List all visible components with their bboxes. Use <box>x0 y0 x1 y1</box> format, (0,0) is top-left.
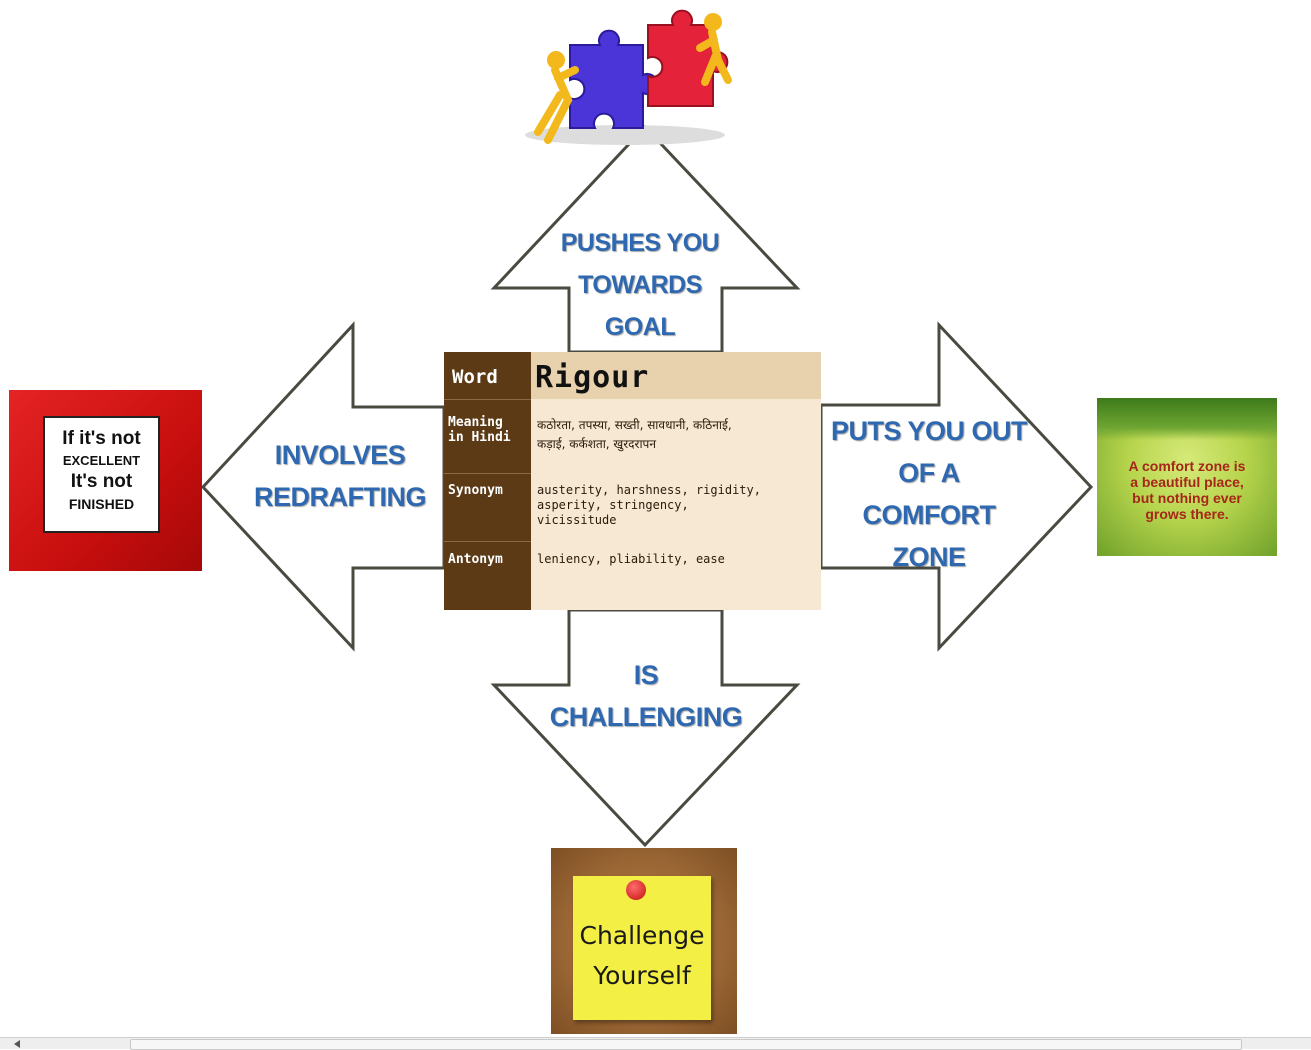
synonym-value-line3: vicissitude <box>537 513 617 527</box>
meaning-value: कठोरता, तपस्या, सख्ती, सावधानी, कठिनाई, … <box>537 416 732 454</box>
antonym-value-line1: leniency, pliability, ease <box>537 552 725 566</box>
left-arrow-text: INVOLVES REDRAFTING <box>250 434 430 518</box>
card-header <box>531 352 821 399</box>
scroll-left-arrow-icon[interactable] <box>14 1040 20 1048</box>
sign-panel: If it's not EXCELLENT It's not FINISHED <box>43 416 160 533</box>
card-label-column <box>444 352 531 610</box>
sign-line2: EXCELLENT <box>62 453 141 468</box>
note-text: Challenge Yourself <box>573 916 711 996</box>
meaning-label-line2: in Hindi <box>448 430 511 445</box>
excellent-sign-image: If it's not EXCELLENT It's not FINISHED <box>9 390 202 571</box>
right-arrow-text: PUTS YOU OUT OF A COMFORT ZONE <box>823 410 1035 578</box>
note-line1: Challenge <box>579 921 705 950</box>
meaning-label-line1: Meaning <box>448 415 503 430</box>
up-arrow-text: PUSHES YOU TOWARDS GOAL <box>560 222 720 348</box>
synonym-label-line1: Synonym <box>448 483 503 498</box>
comfort-zone-image: A comfort zone is a beautiful place, but… <box>1097 398 1277 556</box>
quote-line3: but nothing ever <box>1132 490 1242 506</box>
meaning-value-line2: कड़ाई, कर्कशता, खुरदरापन <box>537 437 657 451</box>
sticky-note: Challenge Yourself <box>573 876 711 1020</box>
sign-line4: FINISHED <box>68 496 135 512</box>
synonym-label: Synonym <box>448 483 503 498</box>
quote-line1: A comfort zone is <box>1128 458 1246 474</box>
quote-line2: a beautiful place, <box>1130 474 1244 490</box>
right-arrow-line3: COMFORT ZONE <box>862 500 996 572</box>
left-arrow-line2: REDRAFTING <box>254 482 427 512</box>
meaning-value-line1: कठोरता, तपस्या, सख्ती, सावधानी, कठिनाई, <box>537 418 732 432</box>
up-arrow-line3: GOAL <box>604 313 676 341</box>
antonym-label: Antonym <box>448 552 503 567</box>
right-arrow <box>819 321 1094 652</box>
up-arrow-line1: PUSHES YOU <box>560 229 720 257</box>
pushpin-icon <box>626 880 646 900</box>
left-arrow-line1: INVOLVES <box>274 440 406 470</box>
down-arrow-line1: IS <box>633 660 659 690</box>
word-card: Word Rigour Meaning in Hindi कठोरता, तपस… <box>444 352 821 610</box>
right-arrow-line2: OF A <box>898 458 960 488</box>
up-arrow-line2: TOWARDS <box>578 271 702 299</box>
card-divider <box>444 473 531 474</box>
comfort-zone-quote: A comfort zone is a beautiful place, but… <box>1107 458 1267 522</box>
challenge-note-image: Challenge Yourself <box>551 848 737 1034</box>
synonym-value-line1: austerity, harshness, rigidity, <box>537 483 761 497</box>
sign-line1: If it's not <box>62 428 141 449</box>
antonym-label-line1: Antonym <box>448 552 503 567</box>
meaning-label: Meaning in Hindi <box>448 415 511 445</box>
right-arrow-line1: PUTS YOU OUT <box>830 416 1028 446</box>
synonym-value-line2: asperity, stringency, <box>537 498 689 512</box>
down-arrow-line2: CHALLENGING <box>549 702 743 732</box>
card-divider <box>444 541 531 542</box>
sign-line3: It's not <box>70 471 133 492</box>
word-label: Word <box>452 366 498 388</box>
quote-line4: grows there. <box>1145 506 1229 522</box>
puzzle-people-icon <box>525 9 732 145</box>
leaves-graphic <box>1097 398 1277 440</box>
down-arrow <box>490 608 801 848</box>
scrollbar-thumb[interactable] <box>130 1039 1242 1050</box>
down-arrow-text: IS CHALLENGING <box>546 654 746 738</box>
card-divider <box>444 399 531 400</box>
antonym-value: leniency, pliability, ease <box>537 552 725 567</box>
horizontal-scrollbar[interactable] <box>0 1037 1311 1050</box>
note-line2: Yourself <box>593 961 691 990</box>
synonym-value: austerity, harshness, rigidity, asperity… <box>537 483 761 528</box>
word-title: Rigour <box>535 360 650 395</box>
